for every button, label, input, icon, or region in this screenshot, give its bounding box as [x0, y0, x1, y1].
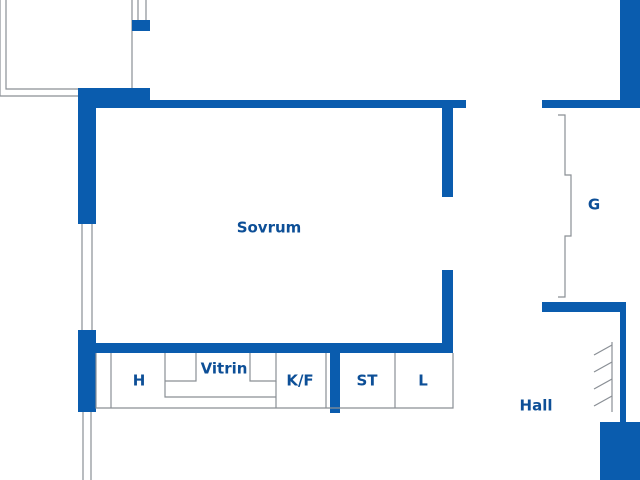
hanger-2 — [593, 361, 613, 373]
closet-label-h: H — [132, 371, 146, 390]
wall-right-bottom — [600, 422, 640, 480]
balcony-outline — [5, 0, 133, 90]
walls — [78, 0, 640, 480]
hanger-1 — [593, 344, 613, 356]
wall-right-upper — [620, 0, 640, 108]
closet-label-vitrin: Vitrin — [200, 359, 248, 378]
wall-hall-mid — [542, 302, 626, 312]
room-label-sovrum: Sovrum — [236, 218, 302, 237]
wardrobe-g — [558, 114, 572, 298]
closet-label-st: ST — [356, 371, 378, 390]
wall-sovrum-right-upper — [442, 108, 453, 197]
wall-left-upper — [78, 88, 96, 224]
vitrin-outline — [164, 353, 277, 398]
wall-sovrum-right-lower — [442, 270, 453, 350]
wall-hall-top — [542, 100, 626, 108]
closet-label-g: G — [587, 195, 601, 214]
closet-label-kf: K/F — [286, 371, 314, 390]
closet-divider-kf — [275, 353, 327, 408]
wall-sovrum-top-thin — [150, 100, 466, 108]
hanger-4 — [593, 395, 613, 407]
wall-closet-divider — [330, 353, 340, 413]
left-window-upper — [81, 224, 93, 330]
room-label-hall: Hall — [519, 396, 553, 415]
closet-label-l: L — [418, 371, 428, 390]
left-window-lower — [82, 412, 92, 480]
wall-left-middle — [78, 330, 96, 412]
closet-fixtures — [95, 353, 454, 409]
hall-rails — [593, 342, 613, 412]
top-window-jamb — [137, 0, 147, 20]
wall-right-lower-thin — [620, 302, 626, 422]
wall-top-left-stub — [132, 20, 150, 31]
balcony-outline-outer — [0, 0, 80, 97]
hanger-3 — [593, 378, 613, 390]
closet-row-outline — [95, 353, 454, 409]
wall-sovrum-bottom — [96, 343, 453, 353]
